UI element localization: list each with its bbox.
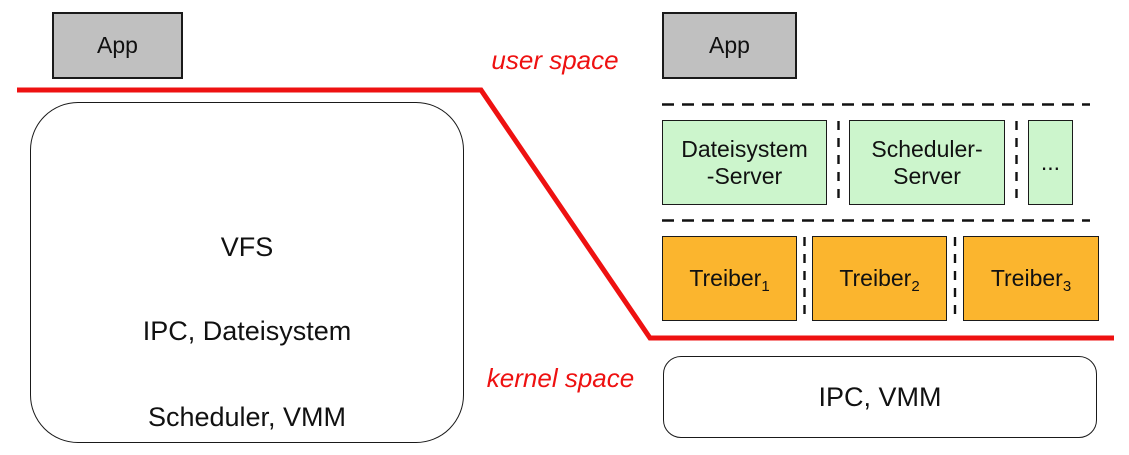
kernel-label: IPC, VMM bbox=[818, 381, 942, 412]
monolithic-app-box: App bbox=[52, 12, 183, 79]
server-box-dateisystem: Dateisystem -Server bbox=[662, 120, 827, 205]
driver-label: Treiber3 bbox=[990, 265, 1072, 295]
layer-label-ipc-dateisystem: IPC, Dateisystem bbox=[142, 316, 352, 346]
server-label-line: Server bbox=[893, 162, 961, 189]
microkernel-app-box: App bbox=[662, 12, 797, 79]
driver-name: Treiber bbox=[689, 265, 762, 291]
user-kernel-boundary-line bbox=[17, 87, 1114, 341]
driver-box-2: Treiber2 bbox=[812, 236, 947, 321]
microkernel-kernel-box: IPC, VMM bbox=[663, 356, 1097, 438]
monolithic-kernel-box: VFS IPC, Dateisystem Scheduler, VMM Disp… bbox=[30, 102, 464, 443]
driver-label: Treiber1 bbox=[689, 265, 770, 295]
server-label-line: Dateisystem bbox=[681, 135, 808, 162]
layer-label-vfs: VFS bbox=[220, 232, 274, 262]
driver-name: Treiber bbox=[990, 265, 1063, 291]
server-label-line: Scheduler- bbox=[871, 135, 983, 162]
server-box-ellipsis: ... bbox=[1028, 120, 1073, 205]
driver-label: Treiber2 bbox=[839, 265, 920, 295]
user-space-label: user space bbox=[491, 45, 619, 75]
app-label: App bbox=[97, 32, 138, 58]
driver-subscript: 3 bbox=[1062, 278, 1072, 295]
server-label-line: ... bbox=[1040, 149, 1061, 175]
driver-name: Treiber bbox=[839, 265, 912, 291]
app-label: App bbox=[709, 32, 750, 58]
driver-subscript: 1 bbox=[761, 278, 770, 295]
kernel-space-label: kernel space bbox=[486, 363, 635, 393]
server-box-scheduler: Scheduler- Server bbox=[849, 120, 1005, 205]
driver-box-3: Treiber3 bbox=[963, 236, 1099, 321]
driver-subscript: 2 bbox=[911, 278, 920, 295]
driver-box-1: Treiber1 bbox=[662, 236, 797, 321]
server-label-line: -Server bbox=[706, 162, 783, 189]
layer-label-scheduler-vmm: Scheduler, VMM bbox=[147, 402, 347, 432]
